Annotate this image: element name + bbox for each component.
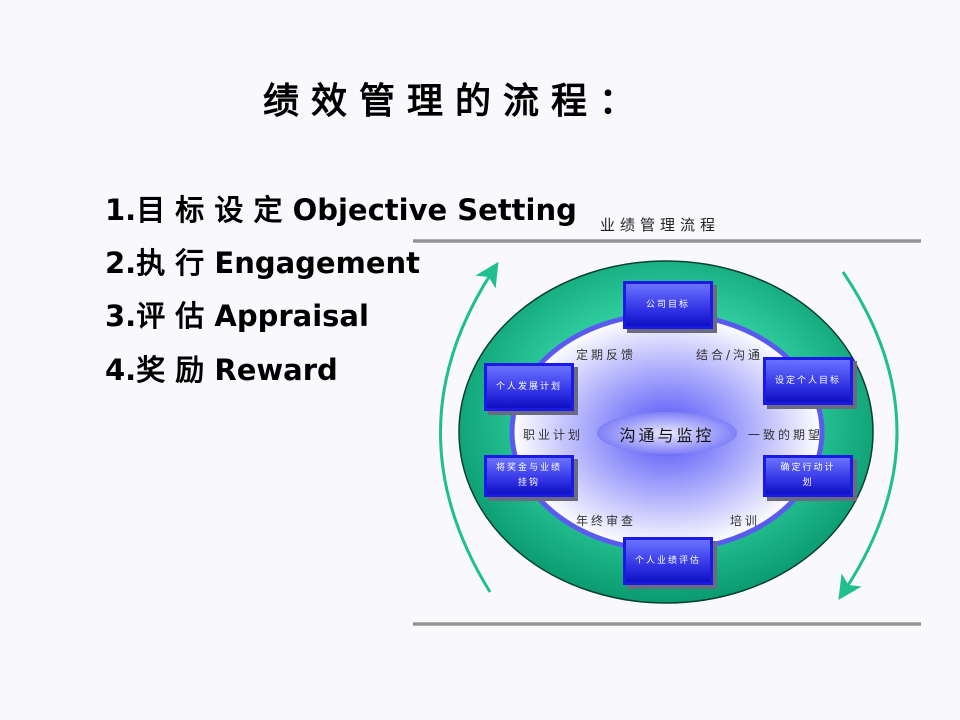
label-training: 培训: [730, 514, 761, 528]
divider-bottom: [413, 622, 921, 626]
center-ellipse: [597, 412, 737, 454]
box-company-goal: 公司目标: [623, 281, 713, 329]
box-development-plan: 个人发展计划: [484, 363, 574, 411]
step-engagement: 2.执 行 Engagement: [105, 246, 420, 280]
label-feedback: 定期反馈: [576, 348, 637, 362]
diagram-title: 业绩管理流程: [600, 216, 721, 234]
label-career: 职业计划: [523, 428, 584, 442]
step-appraisal: 3.评 估 Appraisal: [105, 299, 369, 333]
label-communication: 结合/沟通: [696, 348, 764, 362]
box-set-personal-goal: 设定个人目标: [763, 357, 853, 405]
center-label: 沟通与监控: [619, 425, 715, 445]
divider-top: [413, 239, 921, 243]
step-objective: 1.目 标 设 定 Objective Setting: [105, 193, 577, 227]
arrow-up-left: [439, 261, 499, 593]
page-title: 绩效管理的流程：: [262, 81, 647, 122]
arrow-down-right: [838, 271, 899, 601]
box-bonus-link: 将奖金与业绩挂钩: [484, 455, 574, 497]
step-reward: 4.奖 励 Reward: [105, 353, 338, 387]
box-performance-review: 个人业绩评估: [623, 537, 713, 585]
label-expectation: 一致的期望: [748, 428, 824, 442]
label-annual-review: 年终审查: [576, 514, 637, 528]
box-action-plan: 确定行动计划: [763, 455, 853, 497]
